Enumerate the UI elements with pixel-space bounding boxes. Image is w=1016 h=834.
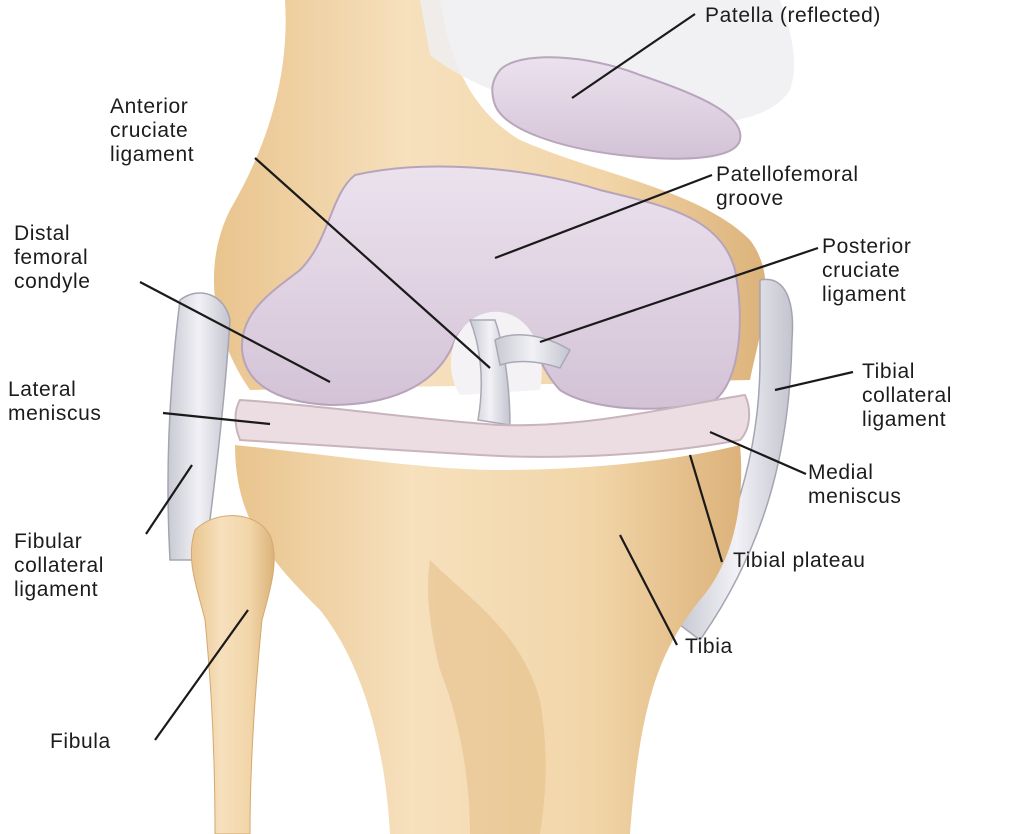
label-tibial-plateau: Tibial plateau <box>733 549 866 573</box>
label-fibular-collateral-ligament: Fibular collateral ligament <box>14 530 104 602</box>
label-patellofemoral-groove: Patellofemoral groove <box>716 163 859 211</box>
fibula-shape <box>191 516 274 834</box>
label-fibula: Fibula <box>50 730 111 754</box>
label-pcl: Posterior cruciate ligament <box>822 235 911 307</box>
label-medial-meniscus: Medial meniscus <box>808 461 902 509</box>
label-lateral-meniscus: Lateral meniscus <box>8 378 102 426</box>
label-tibial-collateral-ligament: Tibial collateral ligament <box>862 360 952 432</box>
label-tibia: Tibia <box>685 635 733 659</box>
label-acl: Anterior cruciate ligament <box>110 95 194 167</box>
label-patella: Patella (reflected) <box>705 4 881 28</box>
label-distal-femoral-condyle: Distal femoral condyle <box>14 222 91 294</box>
